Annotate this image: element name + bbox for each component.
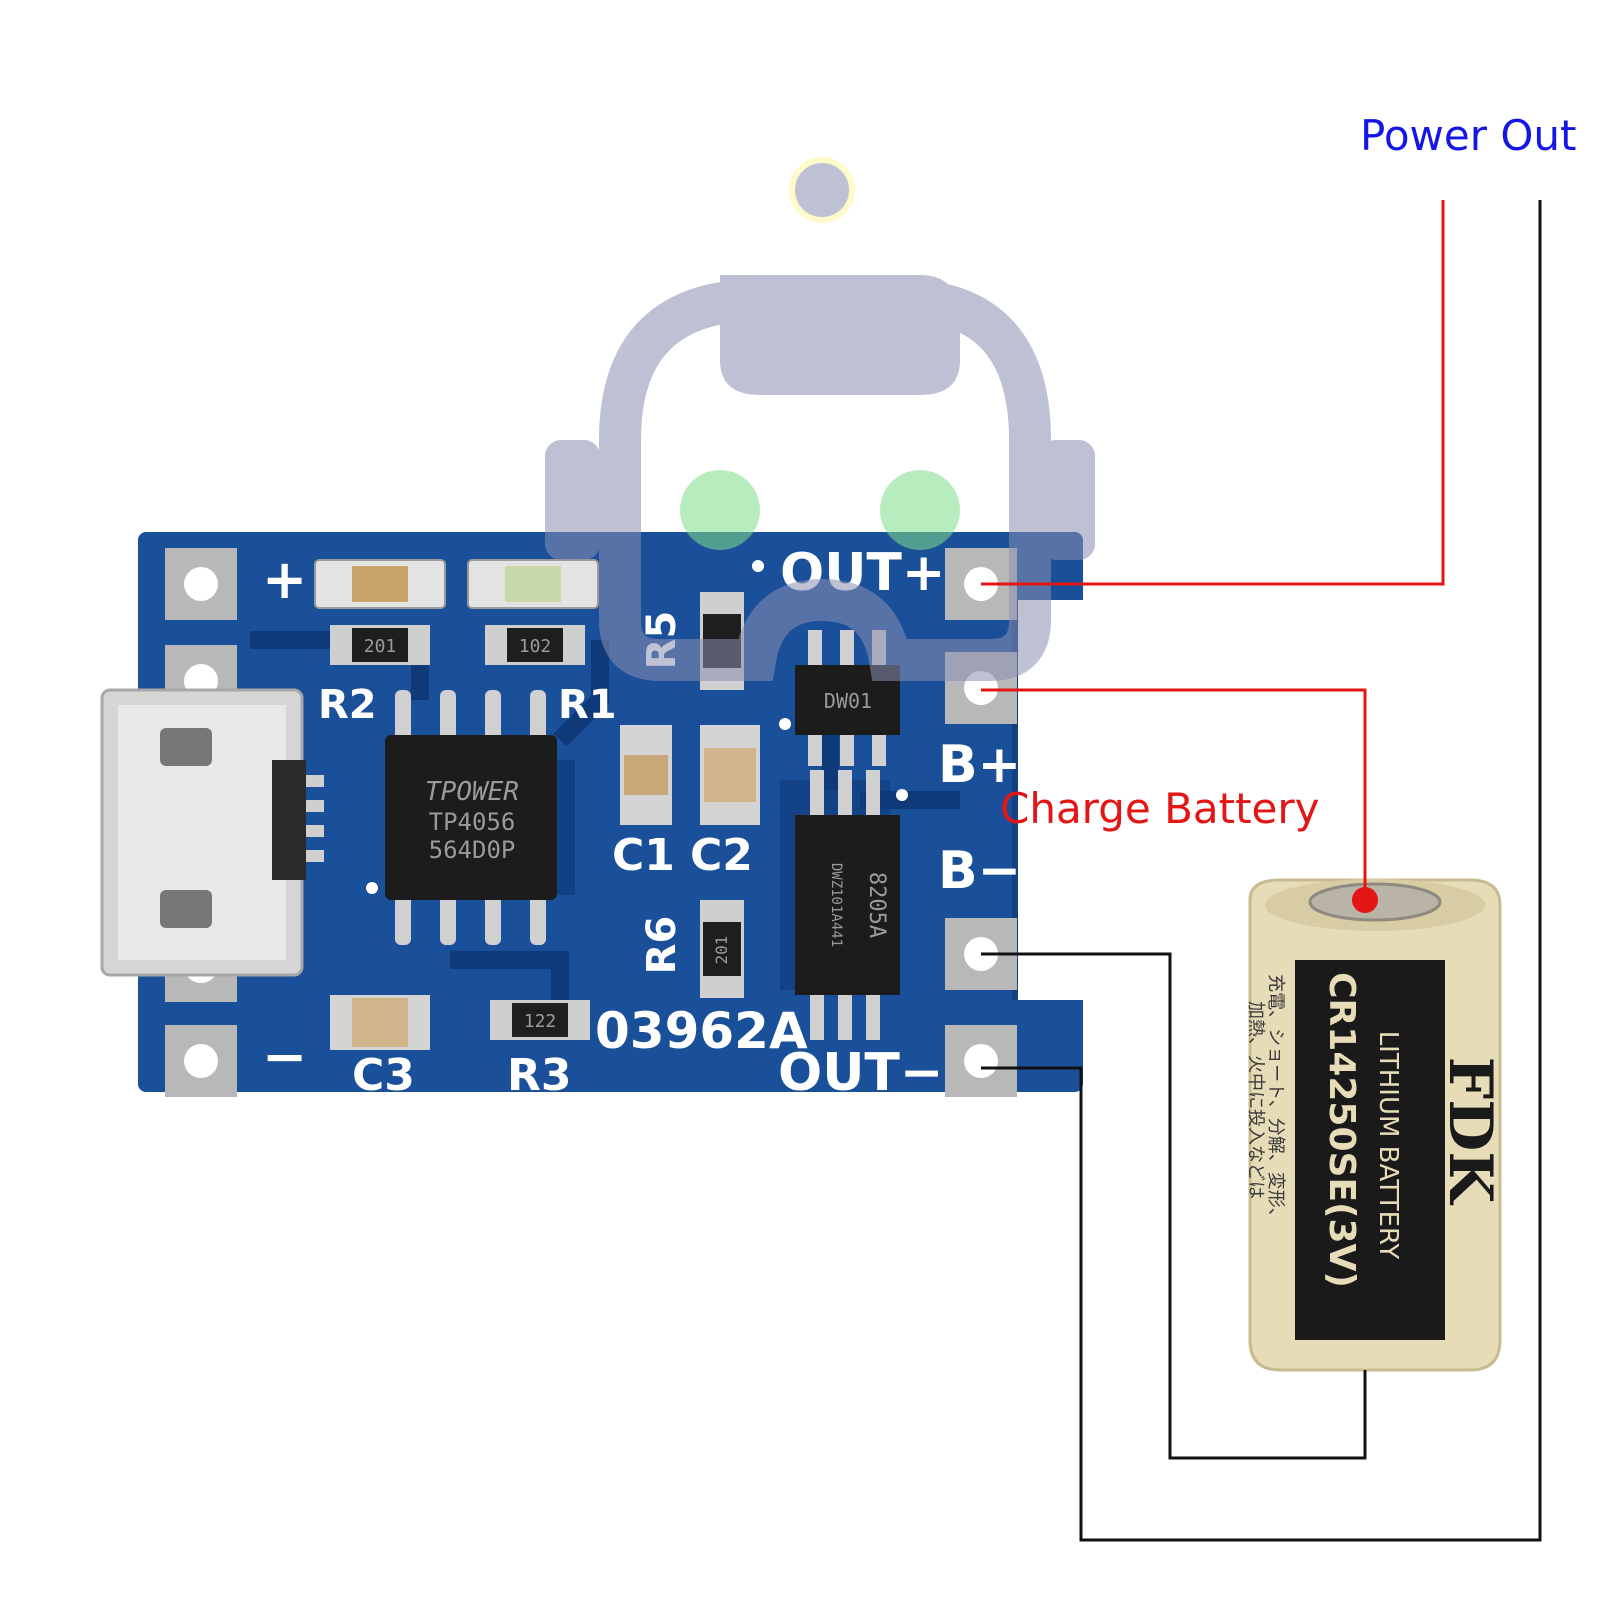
wiring	[981, 200, 1542, 1542]
battery-positive-dot	[1352, 887, 1378, 913]
battery-type: LITHIUM BATTERY	[1373, 1031, 1403, 1260]
silk-plus: +	[262, 548, 307, 611]
resistor-r3: 122	[490, 1000, 590, 1040]
battery-model: CR14250SE(3V)	[1321, 972, 1362, 1288]
ic-tp4056-brand: TPOWER	[425, 777, 519, 807]
ic-8205a-part: 8205A	[864, 872, 889, 938]
silk-c1: C1	[612, 830, 675, 881]
charger-module-pcb: 201 102 122 201	[100, 532, 1087, 1103]
resistor-r1-code: 102	[519, 636, 552, 657]
silk-r1: R1	[558, 682, 617, 728]
micro-usb-connector	[100, 688, 324, 977]
led-standby	[467, 559, 599, 609]
silk-b-plus: B+	[938, 735, 1021, 795]
ic-tp4056: TPOWER TP4056 564D0P	[385, 690, 557, 945]
mount-pad-top-left	[165, 548, 237, 620]
battery-label	[1295, 960, 1445, 1340]
resistor-r6: 201	[700, 900, 744, 998]
label-charge-battery: Charge Battery	[1000, 784, 1320, 833]
capacitor-c1	[620, 725, 672, 825]
ic-tp4056-lot: 564D0P	[429, 836, 516, 864]
wire-out-minus-black	[981, 200, 1542, 1542]
mount-pad-bottom-left	[165, 1025, 237, 1097]
ic-8205a-lot: DWZ101A441	[828, 863, 844, 947]
ic-dw01-label: DW01	[824, 689, 872, 713]
capacitor-c3	[330, 995, 430, 1050]
silk-minus: −	[262, 1025, 307, 1088]
silk-board-code: 03962A	[595, 1002, 808, 1060]
resistor-r1: 102	[485, 625, 585, 665]
resistor-r3-code: 122	[524, 1011, 557, 1032]
wire-b-plus-red	[981, 688, 1367, 900]
pad-out-minus	[945, 1025, 1017, 1097]
led-charging	[314, 559, 446, 609]
silk-c2: C2	[690, 830, 753, 881]
ic-8205a: 8205A DWZ101A441	[795, 770, 900, 1040]
silk-b-minus: B−	[938, 841, 1021, 901]
resistor-r2: 201	[330, 625, 430, 665]
silk-c3: C3	[352, 1050, 415, 1101]
resistor-r2-code: 201	[364, 636, 397, 657]
wire-b-minus-black	[981, 952, 1367, 1460]
silk-r3: R3	[507, 1050, 572, 1101]
battery-warning-line2: 加熱、火中に投入などは	[1245, 1001, 1266, 1199]
battery-warning-line1: 充電、ショート、分解、変形、	[1265, 974, 1286, 1226]
resistor-r6-code: 201	[712, 936, 731, 965]
wire-out-plus-red	[981, 200, 1445, 586]
label-power-out: Power Out	[1360, 111, 1576, 160]
capacitor-c2	[700, 725, 760, 825]
robot-watermark-logo	[545, 157, 1095, 681]
silk-r2: R2	[318, 682, 377, 728]
battery-brand: FDK	[1435, 1057, 1505, 1206]
silk-r6: R6	[639, 916, 685, 975]
silk-out-minus: OUT−	[778, 1043, 943, 1103]
ic-tp4056-part: TP4056	[429, 808, 516, 836]
cr14250-battery: CR14250SE(3V) LITHIUM BATTERY FDK 充電、ショー…	[1245, 878, 1505, 1372]
